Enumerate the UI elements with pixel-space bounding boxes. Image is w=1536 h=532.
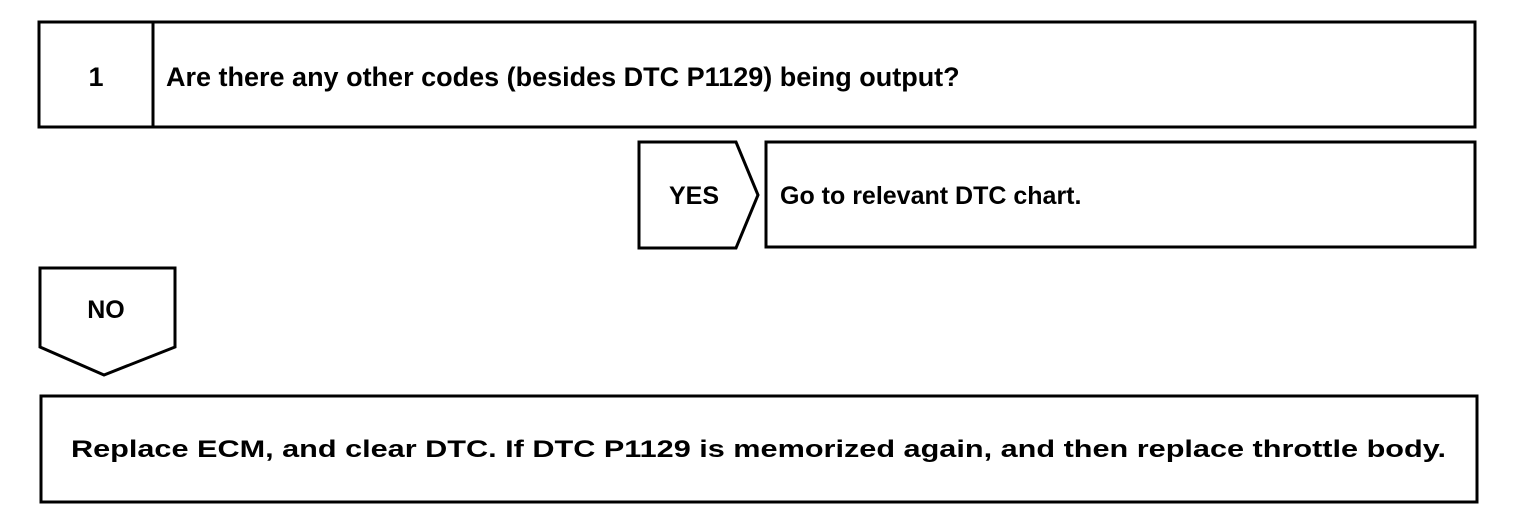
action-box-frame (39, 394, 1479, 504)
yes-result-text: Go to relevant DTC chart. (780, 182, 1081, 210)
yes-arrow-shape (637, 140, 760, 250)
yes-label: YES (669, 182, 719, 210)
step-question-cell (151, 20, 1477, 129)
step-number: 1 (88, 62, 103, 92)
no-label: NO (87, 296, 125, 324)
step-1-box: 1 Are there any other codes (besides DTC… (37, 20, 1477, 129)
step-question: Are there any other codes (besides DTC P… (166, 62, 960, 92)
no-branch: NO (38, 266, 177, 377)
yes-branch: YES Go to relevant DTC chart. (637, 140, 1477, 250)
action-text: Replace ECM, and clear DTC. If DTC P1129… (71, 436, 1446, 463)
yes-result-box (764, 140, 1477, 249)
no-arrow-shape (38, 266, 177, 377)
step-number-cell (37, 20, 155, 129)
action-box: Replace ECM, and clear DTC. If DTC P1129… (39, 394, 1479, 504)
